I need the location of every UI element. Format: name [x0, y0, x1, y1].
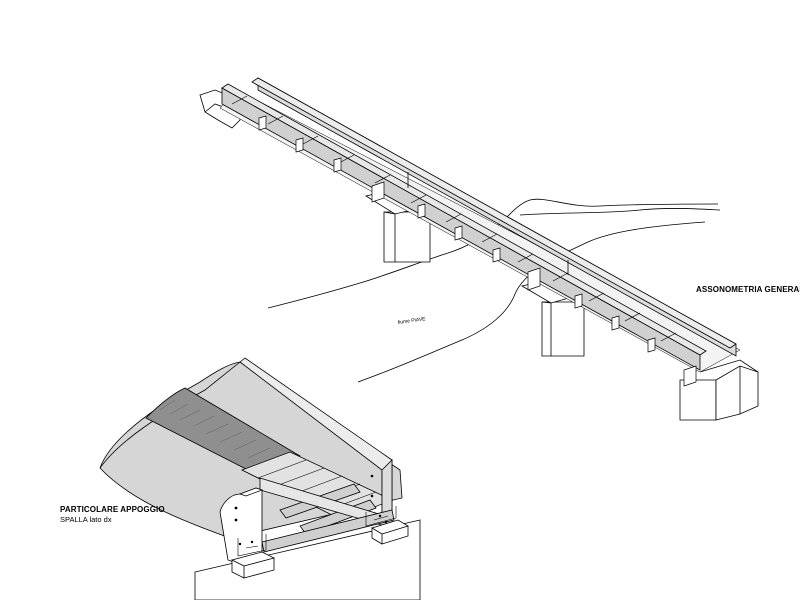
river-label: fiume PIAVE	[397, 316, 426, 326]
detail-clamp-right	[365, 506, 397, 527]
pier-left-edge	[383, 211, 396, 262]
detail-embankment-crest	[99, 361, 241, 469]
riverbank-far-line	[519, 208, 721, 216]
detail-bearing-left	[230, 551, 276, 579]
pier-right-edge	[541, 301, 552, 356]
pier-bearings	[371, 181, 697, 387]
girder-clamps	[258, 115, 656, 353]
detail-bearing-right	[371, 519, 409, 545]
detail-bolts	[234, 474, 388, 546]
detail-subtitle-label: SPALLA lato dx	[60, 515, 112, 524]
pier-right	[541, 301, 585, 357]
general-view-label: ASSONOMETRIA GENERALE	[696, 285, 800, 294]
girder-far-top	[251, 77, 737, 349]
detail-title-label: PARTICOLARE APPOGGIO	[60, 505, 165, 514]
general-axonometric-view	[199, 77, 759, 421]
cross-beams	[231, 95, 677, 342]
right-abutment	[679, 379, 717, 421]
right-abutment-top	[699, 359, 759, 373]
detail-deck-planks	[257, 459, 377, 511]
girder-near-top	[221, 83, 707, 356]
detail-view	[99, 357, 421, 601]
detail-girder-bottom	[261, 509, 395, 553]
right-abutment-wing	[715, 365, 759, 421]
detail-abutment-top	[238, 487, 264, 497]
riverbank-lower-line	[357, 221, 706, 383]
detail-clamp-left	[237, 534, 267, 557]
detail-girder-far-face	[381, 459, 393, 515]
